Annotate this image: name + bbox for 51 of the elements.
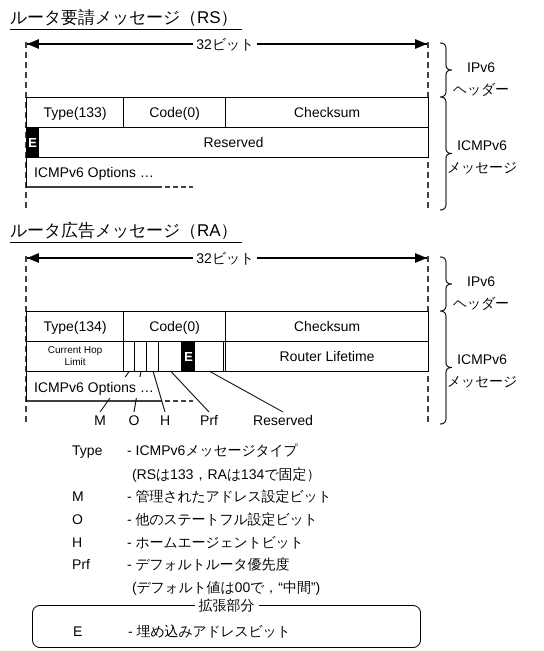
field-name: Reserved bbox=[204, 133, 264, 152]
legend-term: O bbox=[72, 510, 83, 529]
bit-label: H bbox=[158, 412, 172, 429]
field-name: Current Hop Limit bbox=[47, 344, 103, 368]
box-heading: 拡張部分 bbox=[194, 595, 258, 615]
brace-label: IPv6 ヘッダー bbox=[452, 58, 510, 99]
section-title: ルータ要請メッセージ（RS） bbox=[10, 7, 242, 30]
leader-line bbox=[152, 370, 166, 412]
field-name: ICMPv6 Options … bbox=[34, 376, 154, 398]
brace-label: ICMPv6 メッセージ bbox=[446, 350, 518, 391]
leader-line bbox=[208, 370, 284, 412]
legend-description: - ホームエージェントビット bbox=[127, 533, 304, 552]
legend-term: H bbox=[72, 533, 82, 552]
field-name: Type(133) bbox=[43, 103, 107, 122]
field-name: Checksum bbox=[294, 103, 360, 122]
legend-term: Type bbox=[72, 441, 102, 460]
dimension-label: 32ビット bbox=[193, 35, 257, 53]
field-name: Code(0) bbox=[149, 317, 200, 336]
dimension-label: 32ビット bbox=[193, 249, 257, 267]
legend-term: Prf bbox=[72, 555, 90, 574]
legend-description: - ICMPv6メッセージタイプ bbox=[127, 441, 298, 460]
legend-description: - 他のステートフル設定ビット bbox=[127, 510, 318, 529]
legend-description: - 埋め込みアドレスビット bbox=[128, 622, 291, 641]
field-name: Checksum bbox=[294, 317, 360, 336]
bit-label: Prf bbox=[196, 412, 222, 429]
field-cell bbox=[38, 127, 429, 158]
field-cell bbox=[123, 311, 226, 342]
bit-label: M bbox=[92, 412, 108, 429]
field-cell bbox=[225, 341, 429, 372]
legend-term: M bbox=[72, 487, 84, 506]
bit-label: O bbox=[127, 412, 141, 429]
field-name: Router Lifetime bbox=[280, 347, 374, 366]
section-title: ルータ広告メッセージ（RA） bbox=[10, 220, 242, 243]
field-cell bbox=[26, 311, 124, 342]
legend-description: (RSは133，RAは134で固定） bbox=[132, 465, 320, 484]
bit-label: Reserved bbox=[250, 412, 316, 429]
field-cell bbox=[26, 97, 124, 128]
field-name: Type(134) bbox=[43, 317, 107, 336]
field-cell bbox=[26, 341, 124, 372]
flag-bit-cell: E bbox=[182, 341, 195, 372]
leader-line bbox=[170, 370, 210, 412]
field-cell bbox=[225, 311, 429, 342]
legend-description: - デフォルトルータ優先度 bbox=[127, 555, 290, 574]
brace-label: ICMPv6 メッセージ bbox=[446, 136, 518, 177]
brace-label: IPv6 ヘッダー bbox=[452, 272, 510, 313]
legend-description: - 管理されたアドレス設定ビット bbox=[127, 487, 332, 506]
legend-term: E bbox=[73, 622, 82, 641]
field-name: Code(0) bbox=[149, 103, 200, 122]
field-cell bbox=[225, 97, 429, 128]
legend-description: (デフォルト値は00で，“中間”) bbox=[132, 578, 320, 597]
flag-bit-cell: E bbox=[26, 127, 39, 158]
